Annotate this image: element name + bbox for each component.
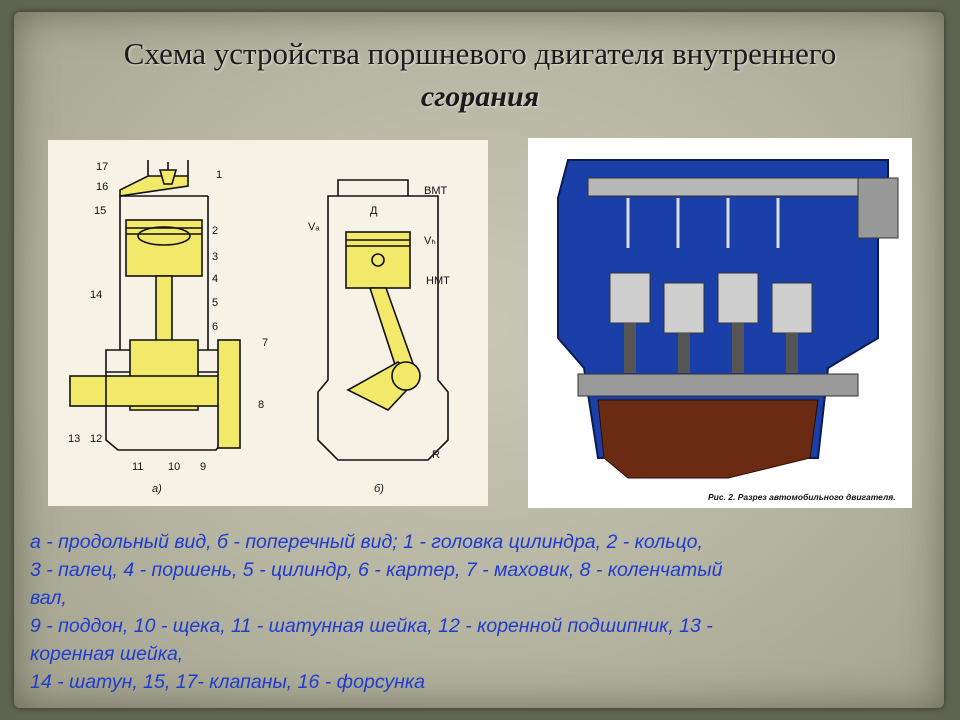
longitudinal-view-drawing xyxy=(69,160,241,451)
view-label-b: б) xyxy=(374,483,384,495)
legend-line-4: 9 - поддон, 10 - щека, 11 - шатунная шей… xyxy=(30,615,713,637)
label-d: Д xyxy=(370,205,378,217)
legend-line-5: коренная шейка, xyxy=(30,643,184,665)
label-15: 15 xyxy=(94,205,106,217)
label-vmt: ВМТ xyxy=(424,185,448,197)
page-title-continuation: сгорания xyxy=(420,80,540,113)
label-nmt: НМТ xyxy=(426,275,450,287)
view-label-a: а) xyxy=(152,483,162,495)
label-8: 8 xyxy=(258,399,264,411)
label-6: 6 xyxy=(212,321,218,333)
engine-cutaway-drawing xyxy=(557,159,899,479)
label-2: 2 xyxy=(212,225,218,237)
legend-text: а - продольный вид, б - поперечный вид; … xyxy=(30,528,910,696)
label-12: 12 xyxy=(90,433,102,445)
engine-schematic-image: 17 16 15 1 2 3 4 5 6 7 14 8 13 12 11 10 … xyxy=(48,140,488,506)
legend-line-2: 3 - палец, 4 - поршень, 5 - цилиндр, 6 -… xyxy=(30,559,723,581)
label-5: 5 xyxy=(212,297,218,309)
label-vh: Vₕ xyxy=(424,235,436,247)
label-10: 10 xyxy=(168,461,180,473)
longitudinal-view-labels: 17 16 15 1 2 3 4 5 6 7 14 8 13 12 11 10 … xyxy=(68,161,268,495)
label-14: 14 xyxy=(90,289,102,301)
legend-line-1: а - продольный вид, б - поперечный вид; … xyxy=(30,531,703,553)
label-9: 9 xyxy=(200,461,206,473)
label-11: 11 xyxy=(132,461,143,473)
label-17: 17 xyxy=(96,161,108,173)
engine-cutaway-image: Рис. 2. Разрез автомобильного двигателя. xyxy=(528,138,912,508)
legend-line-3: вал, xyxy=(30,587,67,609)
legend-line-6: 14 - шатун, 15, 17- клапаны, 16 - форсун… xyxy=(30,671,425,693)
label-r: R xyxy=(432,449,440,461)
label-13: 13 xyxy=(68,433,80,445)
label-4: 4 xyxy=(212,273,218,285)
figure-caption: Рис. 2. Разрез автомобильного двигателя. xyxy=(708,492,896,502)
page-title: Схема устройства поршневого двигателя вн… xyxy=(123,36,837,71)
label-16: 16 xyxy=(96,181,108,193)
label-va: Vₐ xyxy=(308,221,320,233)
transverse-view-drawing xyxy=(317,179,449,461)
label-3: 3 xyxy=(212,251,218,263)
label-1: 1 xyxy=(216,169,222,181)
label-7: 7 xyxy=(262,337,268,349)
transverse-view-labels: Д ВМТ НМТ Vₐ Vₕ R б) xyxy=(308,185,450,495)
